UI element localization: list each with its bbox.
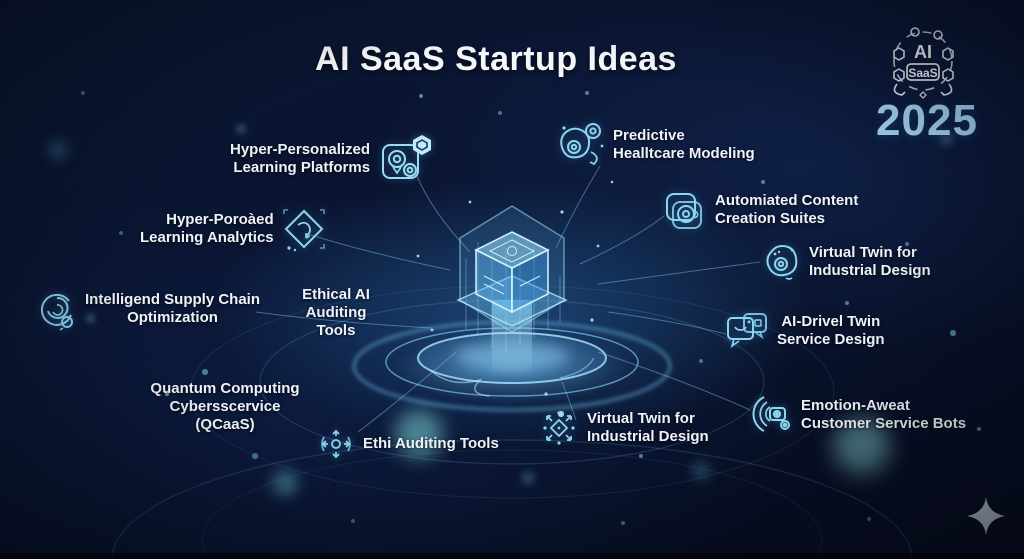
- content-suite-icon: [666, 193, 702, 229]
- idea-label-line: Ethical AI Auditing: [302, 286, 370, 321]
- idea-label-line: Industrial Design: [809, 262, 931, 279]
- radar-bot-icon: [752, 396, 790, 432]
- compass-arrows-icon: [321, 429, 351, 459]
- idea-label-line: Virtual Twin for: [809, 244, 917, 261]
- idea-quantum-computing-qcaas: Quantum Computing Cybersscervice (QCaaS): [138, 380, 312, 434]
- idea-automated-content-creation-suites: Automiated Content Creation Suites: [660, 186, 858, 234]
- chat-bubbles-icon: [727, 313, 767, 348]
- idea-emotion-aware-customer-service-bots: Emotion-Aweat Customer Service Bots: [748, 392, 966, 438]
- idea-label-line: Optimization: [127, 309, 218, 326]
- logo-text-saas: SaaS: [908, 66, 937, 80]
- idea-label-line: Emotion-Aweat: [801, 397, 910, 414]
- idea-ethi-auditing-tools: Ethi Auditing Tools: [316, 424, 499, 464]
- idea-label-line: Automiated Content: [715, 192, 859, 209]
- bokeh-glow: [522, 472, 534, 484]
- idea-learning-analytics: Hyper-Poroàed Learning Analytics: [140, 206, 327, 252]
- idea-label-line: Predictive: [613, 127, 685, 144]
- idea-label-line: Industrial Design: [587, 428, 709, 445]
- idea-label-line: AI-Drivel Twin: [781, 313, 881, 330]
- ai-saas-logo: AI SaaS: [893, 27, 954, 99]
- year-badge: 2025: [876, 96, 978, 145]
- idea-label-line: Learning Platforms: [233, 159, 371, 176]
- idea-label-line: Ethi Auditing Tools: [363, 435, 499, 452]
- idea-label-line: Cybersscervice (QCaaS): [169, 398, 281, 433]
- logo-text-ai: AI: [914, 42, 932, 62]
- hex-prism: [459, 205, 565, 333]
- holo-dots: [416, 180, 614, 396]
- particle-specks: [0, 0, 2, 2]
- idea-label-line: Hyper-Poroàed: [166, 211, 274, 228]
- bokeh-glow: [272, 470, 298, 496]
- lens-icon: [766, 244, 798, 280]
- idea-label-line: Learning Analytics: [140, 229, 274, 246]
- supply-chain-icon: [40, 293, 73, 331]
- cube-pedestal: [456, 275, 568, 327]
- diamond-arrow-icon: [282, 209, 325, 252]
- idea-label-line: Intelligend Supply Chain: [85, 291, 261, 308]
- idea-virtual-twin-industrial-design-bottom: Virtual Twin for Industrial Design: [538, 406, 709, 450]
- idea-hyper-personalized-learning-platforms: Hyper-Personalized Learning Platforms: [230, 132, 433, 186]
- health-scan-icon: [560, 123, 604, 166]
- snowflake-arrows-icon: [543, 411, 575, 445]
- idea-label-line: Customer Service Bots: [801, 415, 967, 432]
- data-rain: [465, 242, 561, 352]
- idea-virtual-twin-industrial-design-right: Virtual Twin for Industrial Design: [762, 240, 931, 284]
- idea-label-line: Creation Suites: [715, 210, 826, 227]
- gears-shield-icon: [382, 135, 432, 179]
- idea-predictive-healthcare-modeling: Predictive Healltcare Modeling: [554, 120, 755, 170]
- idea-label-line: Healltcare Modeling: [613, 145, 755, 162]
- platform-glow: [392, 332, 632, 404]
- idea-ai-driven-twin-service-design: AI-Drivel Twin Service Design: [724, 310, 885, 352]
- bottom-edge-bar: [0, 553, 1024, 559]
- holo-cube: [474, 231, 550, 314]
- sparkle-icon: [967, 497, 1005, 535]
- idea-label-line: Service Design: [777, 331, 885, 348]
- idea-supply-chain-optimization: Intelligend Supply Chain Optimization: [36, 286, 260, 332]
- page-title: AI SaaS Startup Ideas: [315, 40, 677, 78]
- idea-label-line: Tools: [316, 322, 356, 339]
- idea-label-line: Hyper-Personalized: [230, 141, 371, 158]
- bokeh-glow: [48, 140, 68, 160]
- bokeh-glow: [692, 462, 710, 480]
- idea-label-line: Virtual Twin for: [587, 410, 695, 427]
- idea-ethical-ai-auditing-tools: Ethical AI Auditing Tools: [270, 286, 402, 340]
- idea-label-line: Quantum Computing: [150, 380, 300, 397]
- light-beam: [492, 300, 532, 378]
